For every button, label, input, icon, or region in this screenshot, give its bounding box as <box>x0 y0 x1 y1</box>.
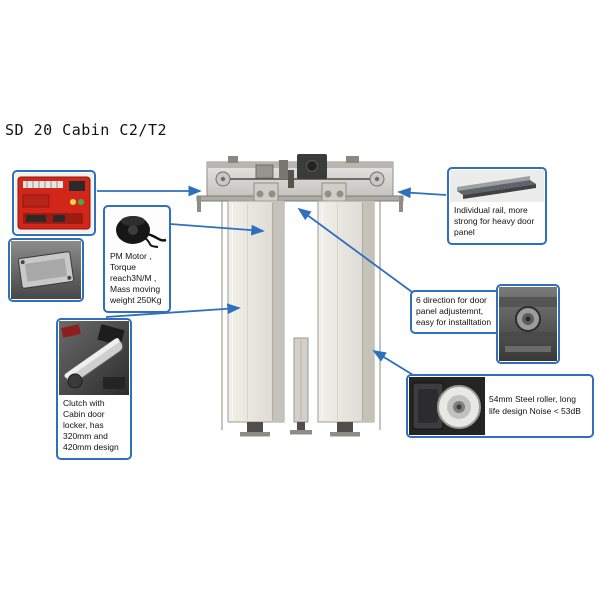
callout-pm-motor: PM Motor , Torque reach3N/M , Mass movin… <box>103 205 171 314</box>
adjustment-text: 6 direction for door panel adjustemnt, e… <box>416 295 492 328</box>
callout-roller: 54mm Steel roller, long life design Nois… <box>406 374 594 438</box>
callout-adjustment: 6 direction for door panel adjustemnt, e… <box>410 290 502 335</box>
roller-text: 54mm Steel roller, long life design Nois… <box>489 394 581 416</box>
arrow-rail <box>397 187 447 199</box>
header-mechanism <box>196 154 404 212</box>
cover-plate-photo <box>11 241 81 299</box>
rail-text: Individual rail, more strong for heavy d… <box>454 205 535 238</box>
arrow-clutch <box>105 303 241 318</box>
callout-rail: Individual rail, more strong for heavy d… <box>447 167 547 246</box>
pm-motor-photo <box>106 208 168 248</box>
center-support <box>290 337 312 435</box>
roller-photo <box>409 377 485 435</box>
callout-clutch: Clutch with Cabin door locker, has 320mm… <box>56 318 132 461</box>
left-door-panel <box>227 200 285 437</box>
callout-arrows <box>97 185 447 379</box>
page-title: SD 20 Cabin C2/T2 <box>5 121 168 139</box>
callout-adjustment-photo <box>496 284 560 364</box>
adjustment-photo <box>499 287 557 361</box>
right-door-panel <box>317 200 375 437</box>
arrow-pm-motor <box>169 223 265 236</box>
side-sight-rods <box>221 201 381 430</box>
clutch-photo <box>59 321 129 395</box>
arrow-adjustment <box>297 207 413 293</box>
arrow-roller <box>372 350 419 379</box>
callout-cover-plate <box>8 238 84 302</box>
door-rail <box>196 195 404 202</box>
controller-pcb-photo <box>15 173 93 233</box>
callout-controller <box>12 170 96 236</box>
pm-motor-text: PM Motor , Torque reach3N/M , Mass movin… <box>110 251 162 306</box>
clutch-text: Clutch with Cabin door locker, has 320mm… <box>63 398 119 453</box>
rail-photo <box>450 170 544 202</box>
